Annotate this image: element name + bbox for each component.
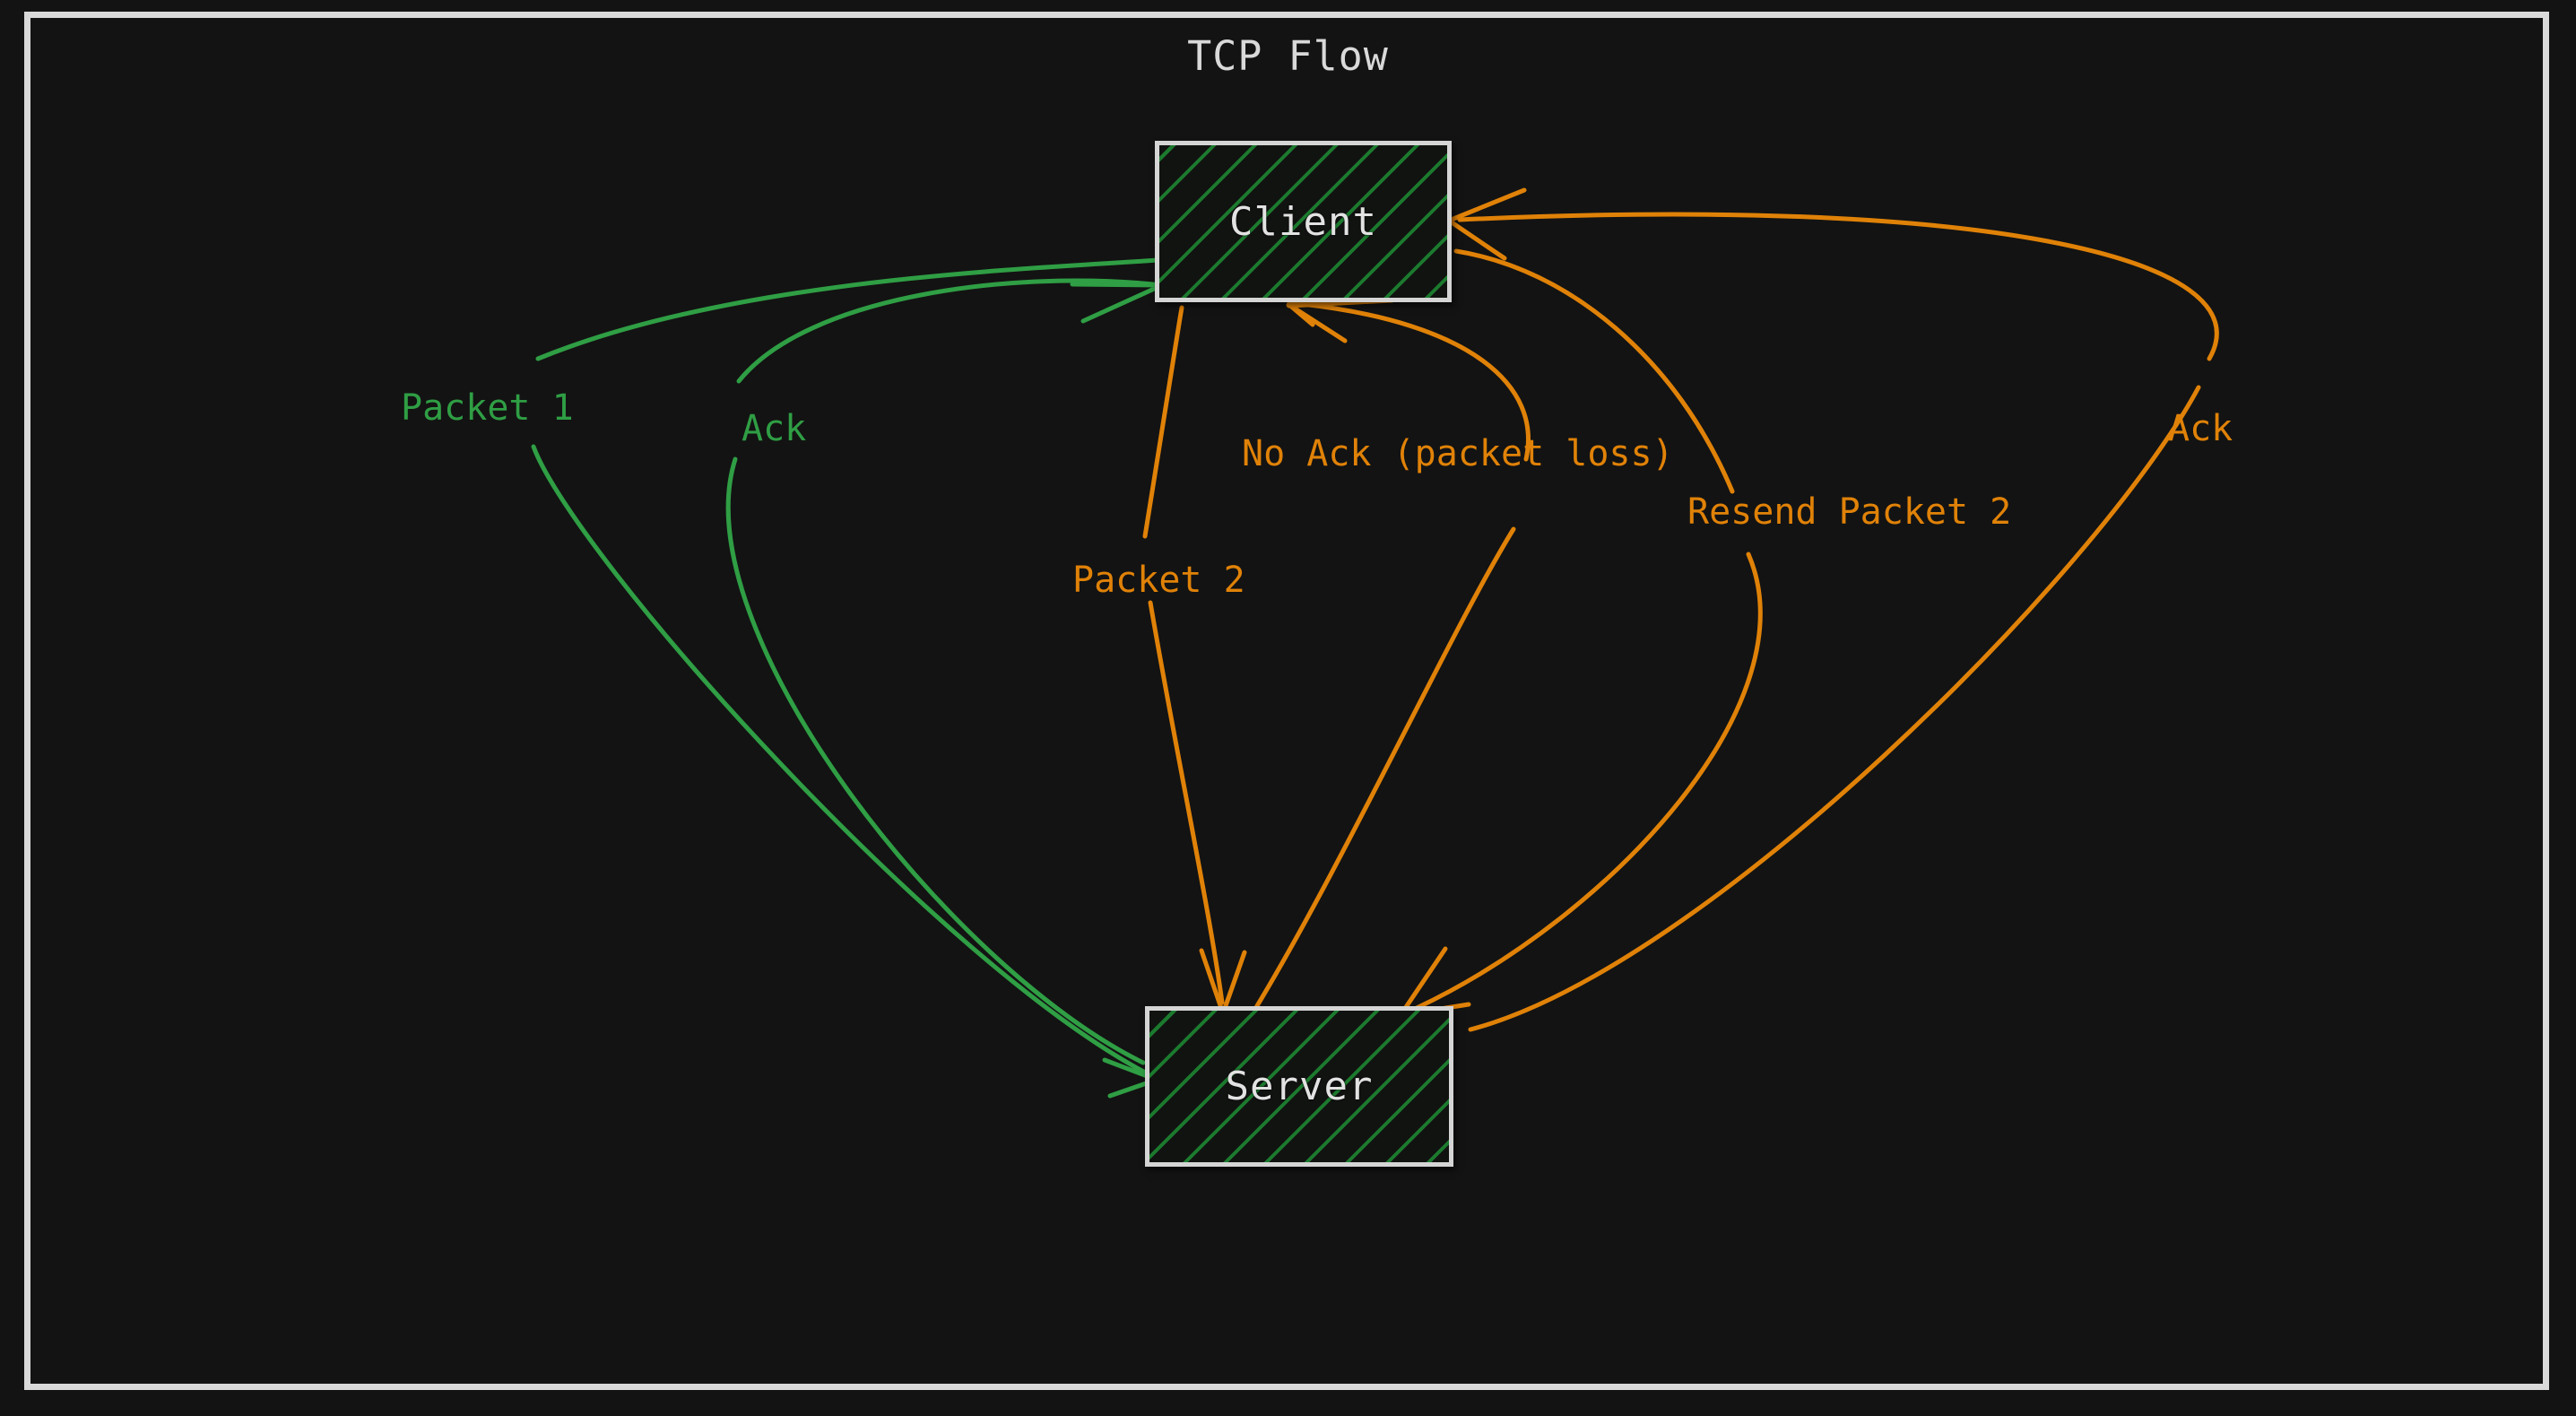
edge-label-packet-2: Packet 2 — [1072, 560, 1245, 601]
node-client-label: Client — [1229, 198, 1377, 245]
edge-ack-green — [725, 278, 1165, 1065]
arrowhead-resend-packet-2 — [1398, 946, 1471, 1018]
edge-label-resend-packet-2: Resend Packet 2 — [1687, 491, 2012, 533]
node-server[interactable]: Server — [1145, 1006, 1453, 1167]
edge-label-no-ack: No Ack (packet loss) — [1242, 433, 1674, 474]
edge-ack-orange — [1446, 187, 2219, 1032]
edge-packet-2 — [1142, 305, 1247, 1016]
edge-no-ack — [1253, 289, 1531, 1012]
edge-label-packet-1: Packet 1 — [401, 387, 574, 429]
arrowhead-ack-green — [1070, 282, 1165, 324]
diagram-title: TCP Flow — [1187, 32, 1389, 80]
node-server-label: Server — [1225, 1064, 1374, 1109]
edge-packet-1 — [531, 257, 1161, 1099]
edge-label-ack-green: Ack — [742, 408, 807, 449]
edge-label-ack-orange: Ack — [2168, 408, 2233, 449]
node-client[interactable]: Client — [1155, 141, 1452, 302]
arrowhead-ack-orange — [1446, 187, 1527, 261]
